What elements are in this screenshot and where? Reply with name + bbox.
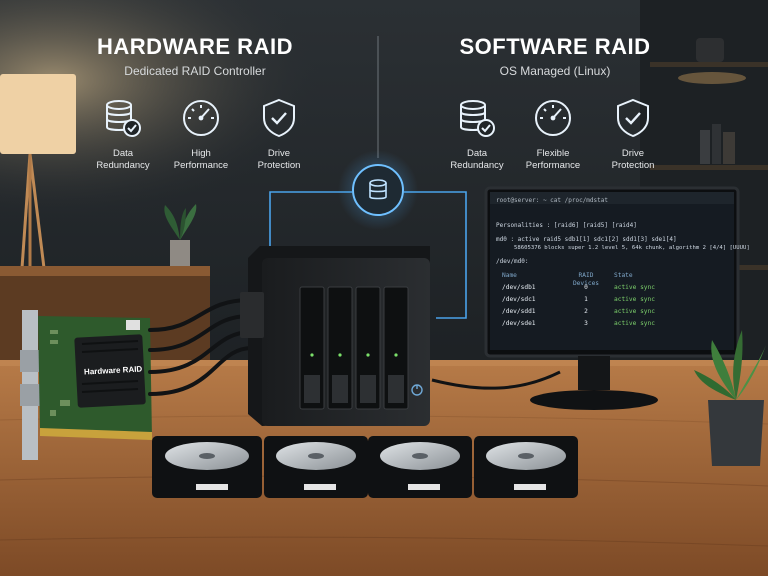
monitor: [484, 186, 740, 410]
terminal-window: root@server: ~ cat /proc/mdstat Personal…: [492, 196, 750, 346]
sw-feature-redundancy: Data Redundancy: [432, 96, 522, 172]
speedometer-icon: [535, 100, 571, 136]
sw-feature-protection: Drive Protection: [588, 96, 678, 172]
table-row: /dev/sdc1 1 active sync: [502, 296, 655, 303]
nas-enclosure: [240, 246, 430, 426]
shield-check-icon: [617, 98, 649, 138]
table-row: /dev/sde1 3 active sync: [502, 320, 655, 327]
hard-drives: [152, 436, 578, 498]
terminal-md0-line: md0 : active raid5 sdb1[1] sdc1[2] sdd1[…: [496, 236, 677, 243]
hw-feature-redundancy: Data Redundancy: [78, 96, 168, 172]
table-row: /dev/sdd1 2 active sync: [502, 308, 655, 315]
hardware-title: HARDWARE RAID: [97, 34, 293, 59]
table-row: /dev/sdb1 0 active sync: [502, 284, 655, 291]
database-check-icon: [106, 100, 141, 137]
hdd-2: [264, 436, 368, 498]
terminal-blocks-line: 58605376 blocks super 1.2 level 5, 64k c…: [514, 245, 750, 251]
database-hub-icon: [369, 179, 387, 200]
hdd-1: [152, 436, 262, 498]
shield-check-icon: [263, 98, 295, 138]
table-header: Name RAID Devices State: [502, 272, 633, 287]
software-subtitle: OS Managed (Linux): [499, 64, 611, 78]
hdd-3: [368, 436, 472, 498]
raid-device-table: Name RAID Devices State /dev/sdb1 0 acti…: [502, 272, 692, 332]
software-title: SOFTWARE RAID: [459, 34, 651, 59]
plant-right: [694, 330, 766, 466]
raid-card: [20, 310, 152, 460]
hw-feature-performance: High Performance: [156, 96, 246, 172]
speedometer-icon: [183, 100, 219, 136]
terminal-device: /dev/md0:: [496, 258, 529, 265]
hw-feature-protection: Drive Protection: [234, 96, 324, 172]
terminal-prompt: root@server: ~ cat /proc/mdstat: [496, 197, 608, 204]
database-check-icon: [460, 100, 495, 137]
hdd-4: [474, 436, 578, 498]
sw-feature-performance: Flexible Performance: [508, 96, 598, 172]
terminal-personalities: Personalities : [raid6] [raid5] [raid4]: [496, 222, 637, 229]
hardware-subtitle: Dedicated RAID Controller: [124, 64, 266, 78]
